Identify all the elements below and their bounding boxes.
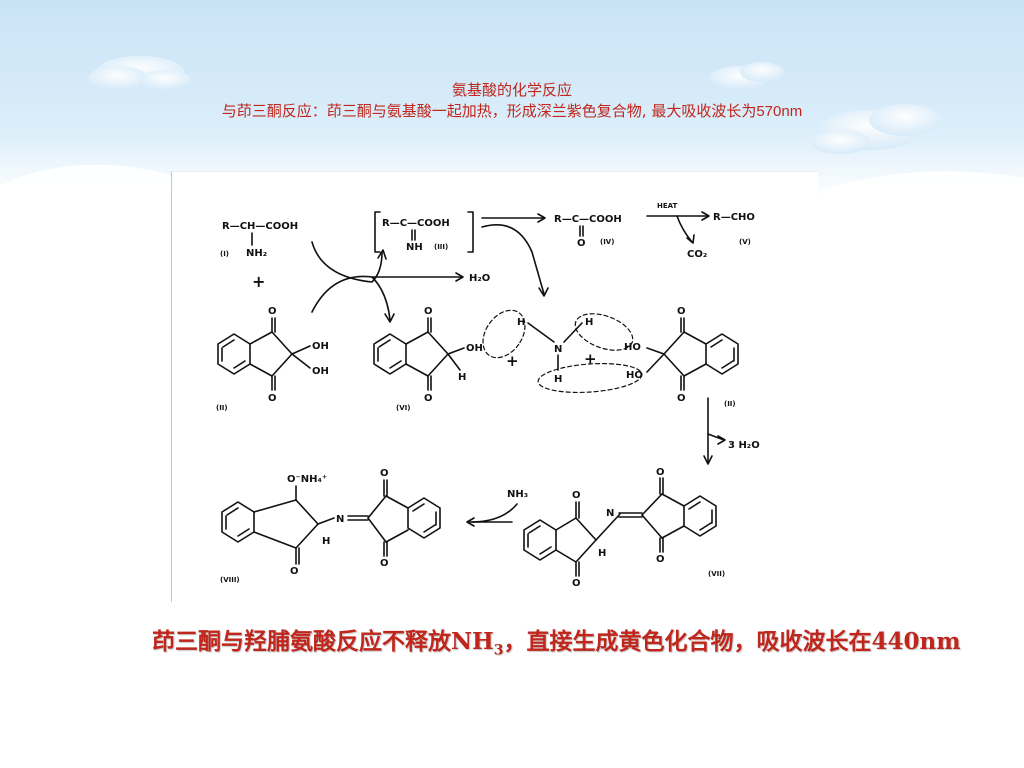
subtitle-text: 与茚三酮反应：茚三酮与氨基酸一起加热，形成深兰紫色复合物, 最大吸收波长为 (221, 102, 757, 120)
label-v: (V) (739, 238, 751, 246)
h-bottom: H (554, 374, 562, 385)
cloud-left (88, 56, 191, 90)
ammonia-label: NH₃ (507, 489, 528, 500)
plus-sign-3: + (584, 350, 597, 368)
amino-group: NH₂ (246, 248, 267, 259)
vi-o-top: O (424, 306, 433, 317)
viii-o-top-right: O (380, 468, 389, 479)
aldehyde-formula: R—CHO (713, 212, 755, 223)
viii-n: N (336, 514, 344, 525)
keto-oxygen: O (577, 238, 586, 249)
ninhydrin-oh-1: OH (312, 341, 329, 352)
ii-o-top: O (677, 306, 686, 317)
heat-label: HEAT (657, 202, 678, 210)
vi-oh: OH (466, 343, 483, 354)
intermediate-vii-structure (523, 477, 717, 577)
h-top-right: H (585, 317, 593, 328)
sky-hills (0, 164, 170, 205)
dashed-condensation-group (482, 309, 643, 394)
plus-sign-1: + (252, 272, 265, 291)
ninhydrin-o-bottom: O (268, 393, 277, 404)
label-viii: (VIII) (220, 576, 240, 584)
ninhydrin-reaction-diagram: R—CH—COOH NH₂ (I) + R—C—COOH NH (III) R—… (216, 202, 760, 589)
ammonia-arrow (471, 503, 518, 523)
bracket-right (467, 211, 474, 253)
vii-o-top-right: O (656, 467, 665, 478)
title-block: 氨基酸的化学反应 与茚三酮反应：茚三酮与氨基酸一起加热，形成深兰紫色复合物, 最… (0, 80, 1024, 123)
reaction-diagram-frame: R—CH—COOH NH₂ (I) + R—C—COOH NH (III) R—… (171, 171, 818, 602)
subtitle-wavelength: 570nm (756, 103, 803, 120)
label-iii: (III) (434, 243, 448, 251)
viii-h: H (322, 536, 330, 547)
label-ii-right: (II) (724, 400, 736, 408)
ninhydrin-o-top: O (268, 306, 277, 317)
vii-o-bottom-left: O (572, 578, 581, 589)
ninhydrin-oh-2: OH (312, 366, 329, 377)
vi-o-bottom: O (424, 393, 433, 404)
water-label: H₂O (469, 273, 490, 284)
slide-subtitle: 与茚三酮反应：茚三酮与氨基酸一起加热，形成深兰紫色复合物, 最大吸收波长为570… (0, 100, 1024, 123)
vii-o-top-left: O (572, 490, 581, 501)
note-text-before: 茚三酮与羟脯氨酸反应不释放NH (152, 628, 494, 655)
note-subscript: 3 (493, 642, 504, 659)
co2-label: CO₂ (687, 249, 707, 260)
viii-o-anion: O⁻NH₄⁺ (287, 474, 327, 485)
label-iv: (IV) (600, 238, 614, 246)
h-top-left: H (517, 317, 525, 328)
three-water-label: 3 H₂O (728, 440, 760, 451)
ninhydrin-right-structure (646, 317, 739, 391)
vii-n: N (606, 508, 614, 519)
vi-h: H (458, 372, 466, 383)
slide-title: 氨基酸的化学反应 (451, 81, 572, 99)
cloud-right (710, 62, 941, 154)
ii-o-bottom: O (677, 393, 686, 404)
plus-sign-2: + (506, 352, 519, 370)
hydrindantin-structure (373, 317, 465, 391)
curved-arrow-up (311, 241, 383, 283)
vii-h: H (598, 548, 606, 559)
ruhemann-purple-structure (221, 479, 441, 565)
ninhydrin-structure (217, 317, 311, 391)
label-vi: (VI) (396, 404, 410, 412)
arrowhead-iv (537, 213, 546, 223)
vii-o-bottom-right: O (656, 554, 665, 565)
bracket-left (374, 211, 381, 253)
ii-ho-1: HO (624, 342, 641, 353)
amino-acid-formula: R—CH—COOH (222, 221, 298, 232)
keto-acid-formula: R—C—COOH (554, 214, 622, 225)
curved-arrow-down (311, 275, 391, 321)
amine-n: N (554, 344, 562, 355)
co2-release-arrow (676, 215, 693, 243)
label-vii: (VII) (708, 570, 725, 578)
imino-group: NH (406, 242, 423, 253)
label-i: (I) (220, 250, 229, 258)
curved-arrow-right (481, 223, 545, 295)
viii-o-bottom-right: O (380, 558, 389, 569)
hydroxyproline-note: 茚三酮与羟脯氨酸反应不释放NH3，直接生成黄色化合物，吸收波长在440nm (104, 622, 964, 671)
ii-ho-2: HO (626, 370, 643, 381)
viii-o-bottom: O (290, 566, 299, 577)
note-text-after: ，直接生成黄色化合物，吸收波长在440nm (503, 628, 961, 655)
label-ii: (II) (216, 404, 228, 412)
imino-acid-formula: R—C—COOH (382, 218, 450, 229)
